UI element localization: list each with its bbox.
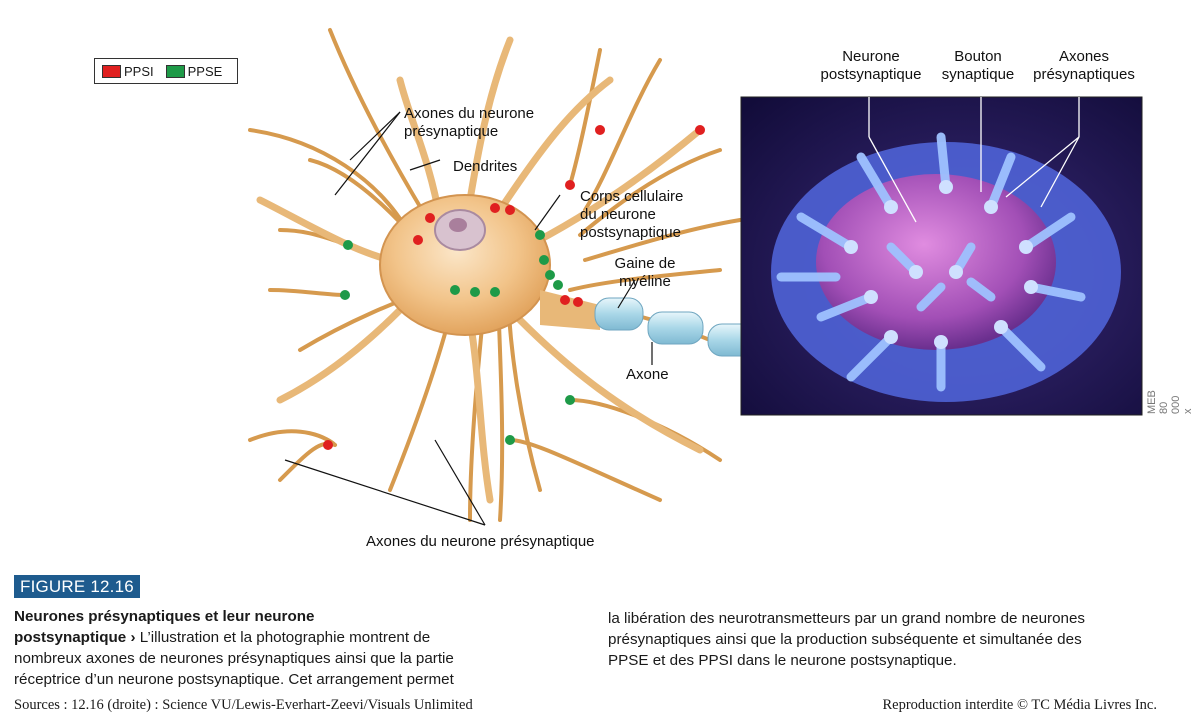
caption-body-4: la libération des neurotransmetteurs par… <box>608 610 1086 627</box>
ppse-swatch <box>165 64 185 78</box>
label-axones-presynaptique-top: Axones du neurone présynaptique <box>404 105 535 140</box>
label-photo-bouton: Bouton synaptique <box>941 48 1015 83</box>
label-dendrites: Dendrites <box>453 158 518 175</box>
label-axone: Axone <box>626 366 669 383</box>
nucleolus <box>449 218 467 232</box>
neuron-illustration <box>248 28 761 526</box>
label-corps-cellulaire: Corps cellulaire du neurone postsynaptiq… <box>580 188 684 241</box>
label-photo-axones: Axones présynaptiques <box>1033 48 1135 83</box>
magnification-label: MEB 80 000 x <box>1146 390 1194 414</box>
legend: PPSI PPSE <box>94 58 238 84</box>
label-axones-presynaptique-bottom: Axones du neurone présynaptique <box>366 533 595 550</box>
sem-micrograph <box>740 96 1143 416</box>
caption-arrow: › <box>130 629 136 646</box>
figure-tag: FIGURE 12.16 <box>14 575 140 598</box>
cell-body <box>379 194 551 336</box>
caption-body-3: réceptrice d’un neurone postsynaptique. … <box>14 671 454 688</box>
caption-body-2: nombreux axones de neurones présynaptiqu… <box>14 650 454 667</box>
leader-lines <box>284 111 653 526</box>
micrograph-leader-lines <box>868 97 1080 223</box>
caption-body-6: PPSE et des PPSI dans le neurone postsyn… <box>608 652 957 669</box>
ppsi-synapses <box>323 125 705 450</box>
axon-hillock <box>540 290 600 330</box>
ppsi-swatch <box>102 64 121 78</box>
sources-credit: Sources : 12.16 (droite) : Science VU/Le… <box>14 697 473 713</box>
caption-title-1: Neurones présynaptiques et leur neurone <box>14 608 315 625</box>
caption-title-2: postsynaptique <box>14 629 127 646</box>
copyright: Reproduction interdite © TC Média Livres… <box>882 697 1157 713</box>
label-photo-neurone: Neurone postsynaptique <box>820 48 922 83</box>
caption-body-1: L’illustration et la photographie montre… <box>135 629 431 646</box>
ppse-legend-label: PPSE <box>187 63 223 79</box>
caption-body-5: présynaptiques ainsi que la production s… <box>608 631 1082 648</box>
ppse-synapses <box>340 230 575 445</box>
synaptic-boutons <box>776 132 1086 392</box>
ppsi-legend-label: PPSI <box>124 63 154 79</box>
myelin-sheath <box>594 297 761 357</box>
figure-caption-right: la libération des neurotransmetteurs par… <box>608 608 1158 671</box>
figure-caption-left: Neurones présynaptiques et leur neurone … <box>14 606 554 690</box>
label-gaine-myeline: Gaine de myéline <box>614 255 676 290</box>
